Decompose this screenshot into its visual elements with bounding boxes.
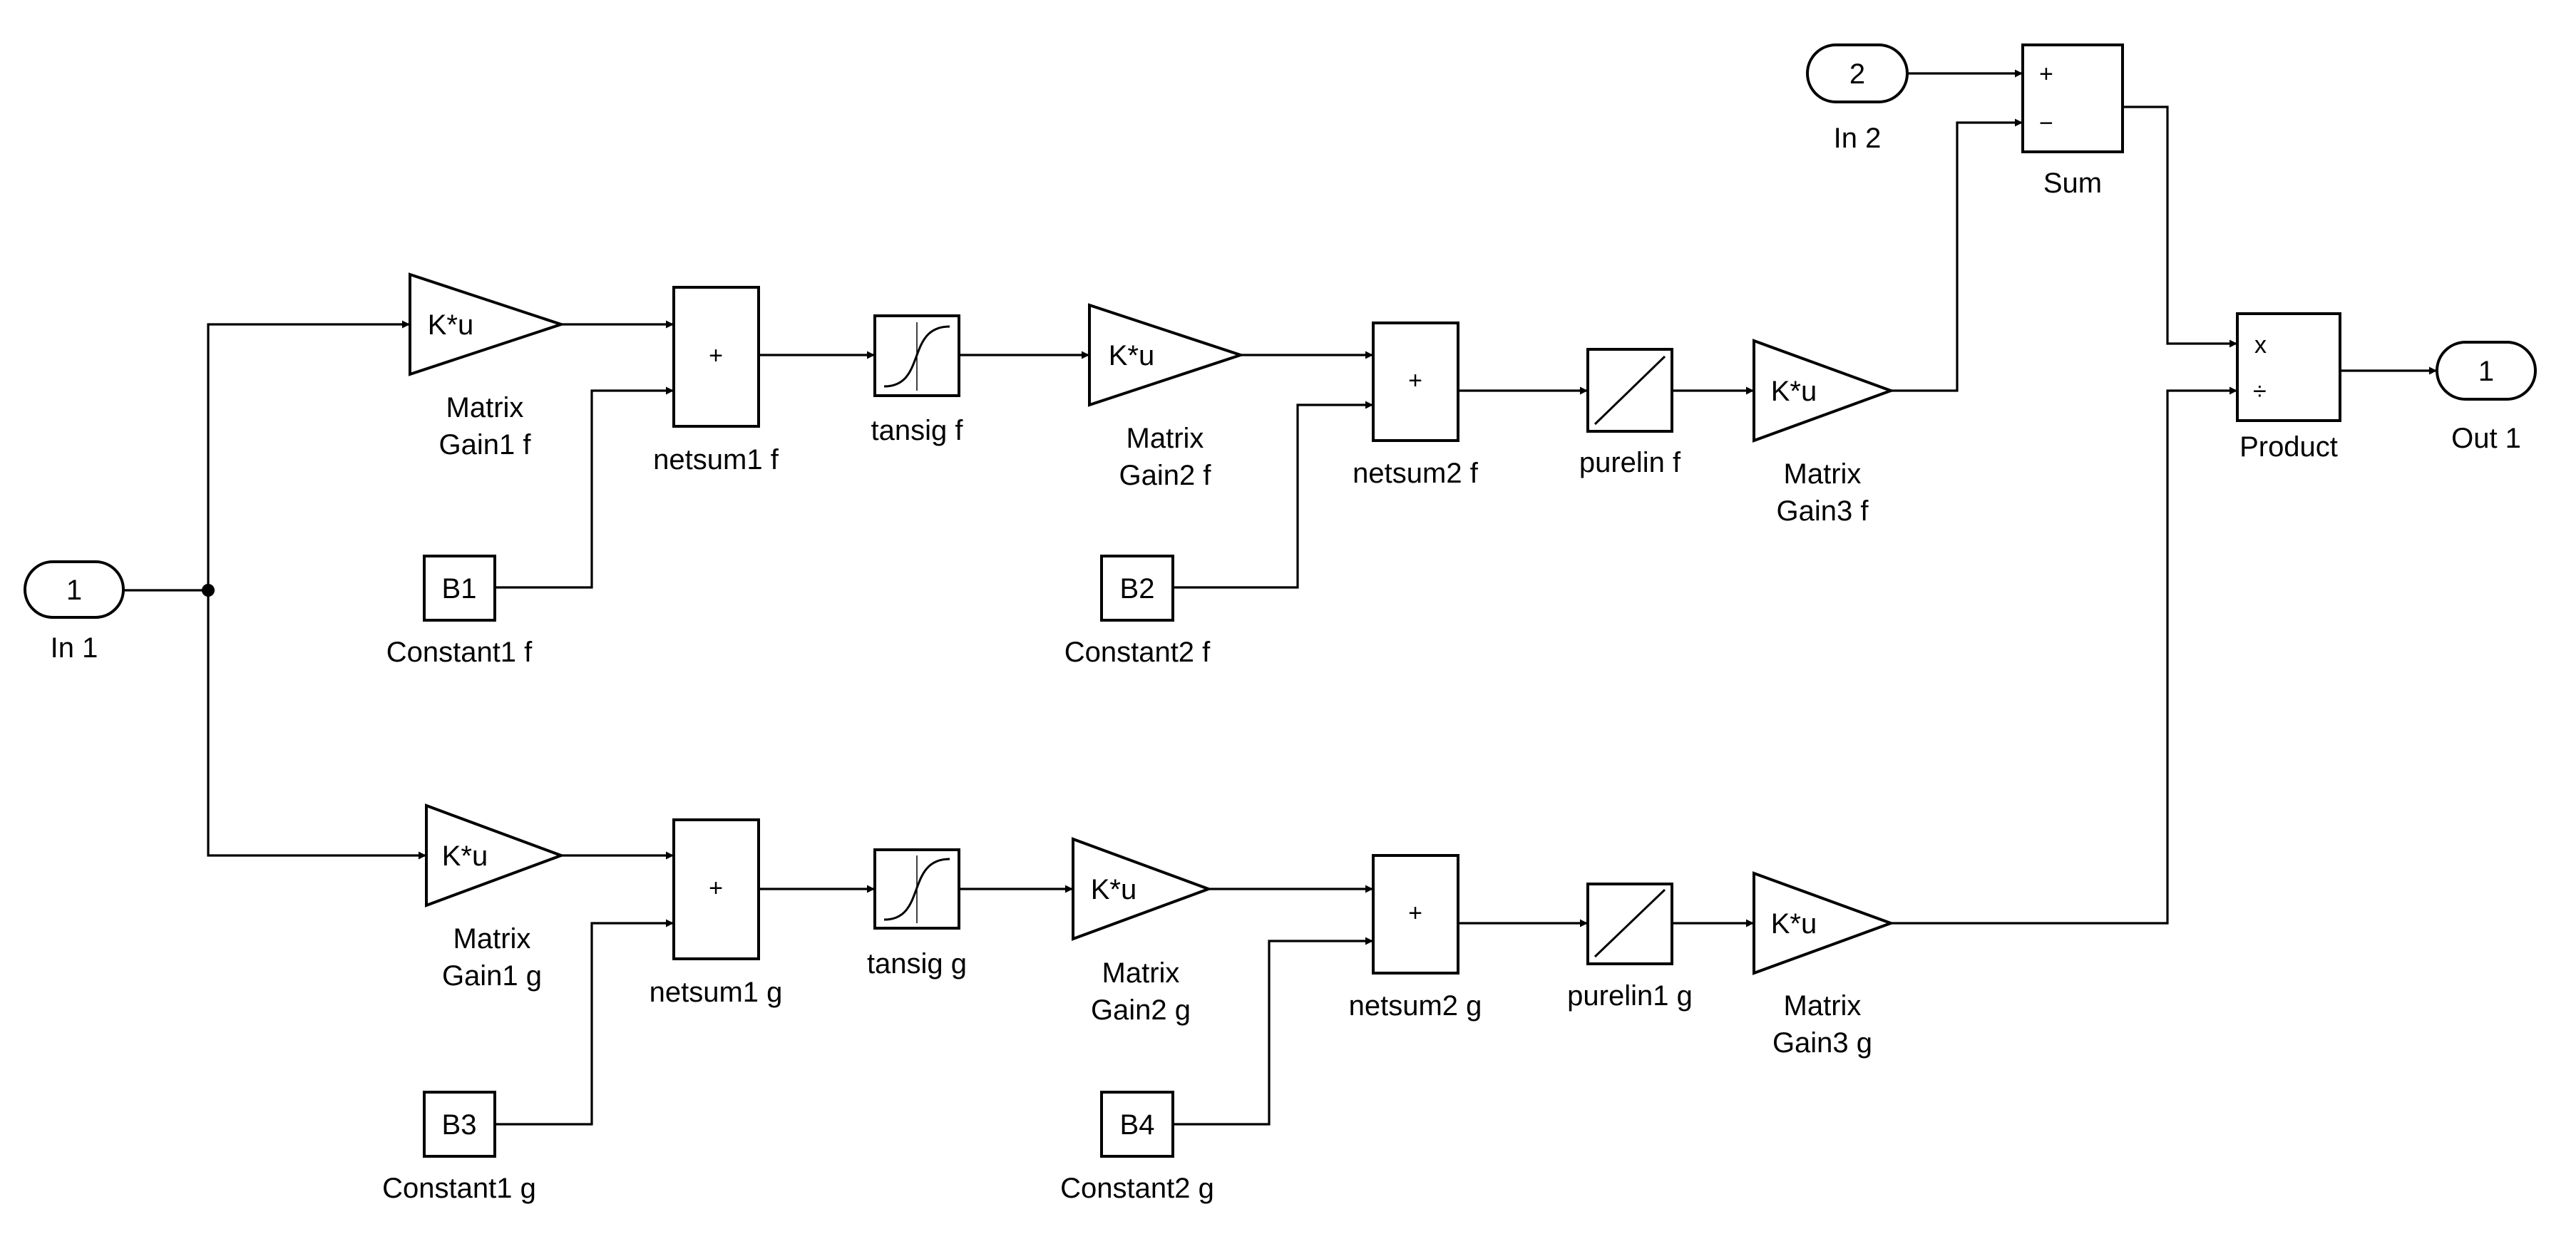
gain2g-label-line1: Matrix bbox=[1102, 957, 1180, 989]
constant-b4[interactable]: B4 Constant2 g bbox=[1060, 1091, 1214, 1204]
netsum2g-sign: + bbox=[1408, 900, 1422, 927]
wire-in1-gain1f[interactable] bbox=[207, 320, 410, 590]
netsum2f-sign: + bbox=[1408, 367, 1422, 394]
gain-matrix-gain3-f[interactable]: K*u Matrix Gain3 f bbox=[1753, 339, 1895, 527]
wire-gain3g-product[interactable] bbox=[1891, 386, 2237, 925]
tansig-f-label: tansig f bbox=[871, 415, 964, 446]
outport-out1-number: 1 bbox=[2478, 356, 2494, 387]
gain2g-label-line2: Gain2 g bbox=[1091, 994, 1191, 1026]
constant-b1-label: Constant1 f bbox=[386, 637, 533, 668]
wire-b3-netsum1g[interactable] bbox=[495, 919, 674, 1126]
gain-matrix-gain3-g[interactable]: K*u Matrix Gain3 g bbox=[1753, 871, 1895, 1059]
gain3g-text: K*u bbox=[1771, 908, 1817, 940]
gain1f-label-line2: Gain1 f bbox=[439, 429, 532, 461]
signal-lines bbox=[123, 69, 2437, 1126]
constant-b3-value: B3 bbox=[442, 1109, 477, 1141]
sum-plus-sign: + bbox=[2039, 61, 2053, 88]
constant-b1-value: B1 bbox=[442, 573, 477, 605]
product-block[interactable]: x ÷ Product bbox=[2236, 312, 2341, 463]
constant-b2[interactable]: B2 Constant2 f bbox=[1064, 555, 1211, 668]
tansig-f-block[interactable]: tansig f bbox=[871, 314, 964, 446]
tansig-g-label: tansig g bbox=[867, 948, 967, 980]
netsum1f-label: netsum1 f bbox=[653, 444, 779, 475]
inport-in1-label: In 1 bbox=[51, 632, 98, 664]
gain3f-text: K*u bbox=[1771, 376, 1817, 407]
inport-in1-number: 1 bbox=[66, 575, 82, 606]
netsum1f-sign: + bbox=[709, 342, 723, 369]
purelin-line-icon bbox=[1594, 888, 1666, 958]
outport-out1[interactable]: 1 Out 1 bbox=[2436, 341, 2537, 454]
wire-gain3f-sum[interactable] bbox=[1891, 118, 2023, 392]
gain2g-text: K*u bbox=[1091, 874, 1137, 905]
netsum1g-label: netsum1 g bbox=[650, 977, 783, 1008]
netsum1g-sign: + bbox=[709, 875, 723, 902]
sum-block[interactable]: + − Sum bbox=[2021, 43, 2124, 199]
tansig-g-block[interactable]: tansig g bbox=[867, 848, 967, 980]
gain1f-label-line1: Matrix bbox=[446, 392, 524, 423]
gain2f-label-line2: Gain2 f bbox=[1119, 460, 1212, 491]
inport-in2-label: In 2 bbox=[1834, 123, 1882, 154]
gain3g-label-line1: Matrix bbox=[1784, 990, 1862, 1022]
wire-b1-netsum1f[interactable] bbox=[495, 386, 674, 589]
gain-matrix-gain2-g[interactable]: K*u Matrix Gain2 g bbox=[1072, 837, 1213, 1026]
purelin-f-label: purelin f bbox=[1579, 447, 1681, 478]
sum-label: Sum bbox=[2043, 168, 2102, 199]
product-divide-sign: ÷ bbox=[2253, 378, 2267, 405]
gain3f-label-line1: Matrix bbox=[1784, 458, 1862, 490]
constant-b3[interactable]: B3 Constant1 g bbox=[382, 1091, 536, 1204]
purelin1-g-block[interactable]: purelin1 g bbox=[1567, 883, 1693, 1012]
inport-in1[interactable]: 1 In 1 bbox=[24, 560, 125, 664]
inport-in2-number: 2 bbox=[1849, 58, 1865, 90]
constant-b4-label: Constant2 g bbox=[1060, 1173, 1214, 1204]
gain-matrix-gain2-f[interactable]: K*u Matrix Gain2 f bbox=[1088, 303, 1246, 491]
gain1g-label-line1: Matrix bbox=[453, 923, 531, 955]
purelin1-g-label: purelin1 g bbox=[1567, 980, 1693, 1012]
wire-b2-netsum2f[interactable] bbox=[1173, 401, 1373, 589]
constant-b3-label: Constant1 g bbox=[382, 1173, 536, 1204]
wire-in1-gain1g[interactable] bbox=[207, 590, 426, 860]
gain1g-text: K*u bbox=[442, 840, 488, 872]
gain1g-label-line2: Gain1 g bbox=[442, 960, 542, 992]
gain-matrix-gain1-f[interactable]: K*u Matrix Gain1 f bbox=[409, 272, 566, 461]
constant-b2-label: Constant2 f bbox=[1064, 637, 1211, 668]
gain2f-label-line1: Matrix bbox=[1127, 423, 1204, 454]
constant-b1[interactable]: B1 Constant1 f bbox=[386, 555, 533, 668]
sum-netsum2-g[interactable]: + netsum2 g bbox=[1349, 854, 1482, 1022]
sum-netsum2-f[interactable]: + netsum2 f bbox=[1353, 322, 1479, 489]
gain2f-text: K*u bbox=[1109, 340, 1155, 371]
gain-matrix-gain1-g[interactable]: K*u Matrix Gain1 g bbox=[425, 803, 565, 992]
product-multiply-sign: x bbox=[2254, 331, 2267, 359]
purelin-line-icon bbox=[1594, 355, 1666, 426]
wire-sum-product[interactable] bbox=[2123, 106, 2237, 348]
gain3f-label-line2: Gain3 f bbox=[1777, 495, 1869, 527]
sum-netsum1-g[interactable]: + netsum1 g bbox=[650, 818, 783, 1008]
constant-b4-value: B4 bbox=[1120, 1109, 1155, 1141]
sum-minus-sign: − bbox=[2039, 110, 2053, 137]
purelin-f-block[interactable]: purelin f bbox=[1579, 348, 1681, 478]
netsum2g-label: netsum2 g bbox=[1349, 990, 1482, 1022]
gain1f-text: K*u bbox=[428, 309, 474, 341]
wire-b4-netsum2g[interactable] bbox=[1173, 937, 1373, 1126]
constant-b2-value: B2 bbox=[1120, 573, 1155, 605]
outport-out1-label: Out 1 bbox=[2451, 423, 2521, 454]
inport-in2[interactable]: 2 In 2 bbox=[1806, 43, 1909, 154]
sum-netsum1-f[interactable]: + netsum1 f bbox=[653, 286, 779, 475]
product-label: Product bbox=[2239, 431, 2338, 463]
netsum2f-label: netsum2 f bbox=[1353, 458, 1479, 489]
gain3g-label-line2: Gain3 g bbox=[1772, 1027, 1872, 1059]
